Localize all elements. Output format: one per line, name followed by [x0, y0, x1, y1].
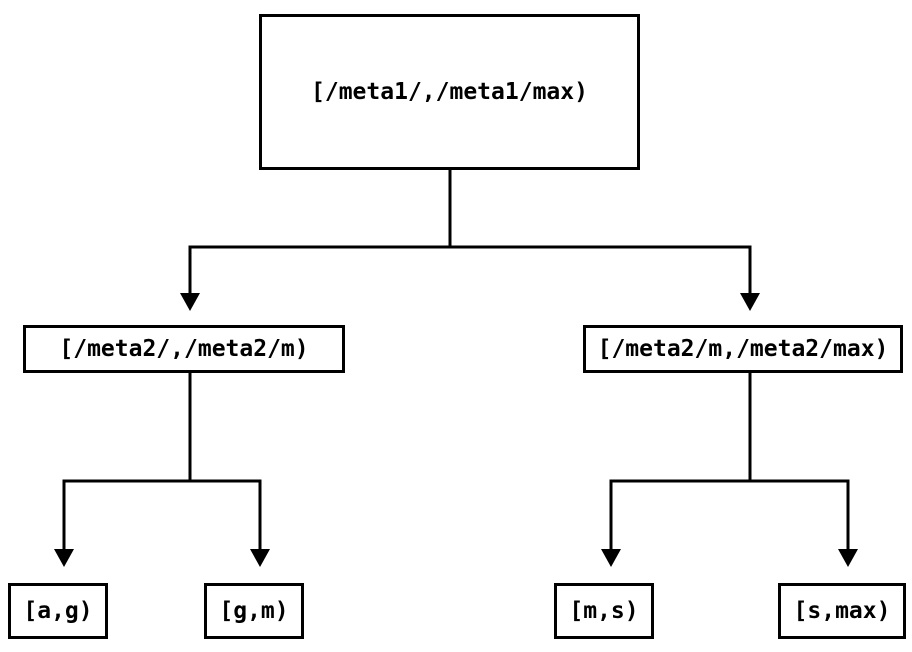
node-meta2-high: [/meta2/m,/meta2/max) [583, 325, 903, 373]
edge-root-to-children [180, 170, 760, 311]
node-meta2-high-label: [/meta2/m,/meta2/max) [597, 336, 889, 362]
arrowhead-icon [740, 293, 760, 311]
edge-meta2low-to-children [54, 373, 270, 567]
node-leaf-ag: [a,g) [8, 583, 108, 639]
node-leaf-ms: [m,s) [554, 583, 654, 639]
edge-meta2high-to-children [601, 373, 858, 567]
arrowhead-icon [601, 549, 621, 567]
node-root: [/meta1/,/meta1/max) [259, 14, 640, 170]
node-leaf-smax: [s,max) [778, 583, 906, 639]
arrowhead-icon [54, 549, 74, 567]
arrowhead-icon [250, 549, 270, 567]
node-leaf-smax-label: [s,max) [793, 598, 891, 624]
node-leaf-ag-label: [a,g) [23, 598, 93, 624]
node-root-label: [/meta1/,/meta1/max) [311, 79, 588, 105]
arrowhead-icon [838, 549, 858, 567]
node-meta2-low: [/meta2/,/meta2/m) [23, 325, 345, 373]
node-leaf-gm-label: [g,m) [219, 598, 289, 624]
node-leaf-ms-label: [m,s) [569, 598, 639, 624]
node-leaf-gm: [g,m) [204, 583, 304, 639]
node-meta2-low-label: [/meta2/,/meta2/m) [59, 336, 309, 362]
arrowhead-icon [180, 293, 200, 311]
